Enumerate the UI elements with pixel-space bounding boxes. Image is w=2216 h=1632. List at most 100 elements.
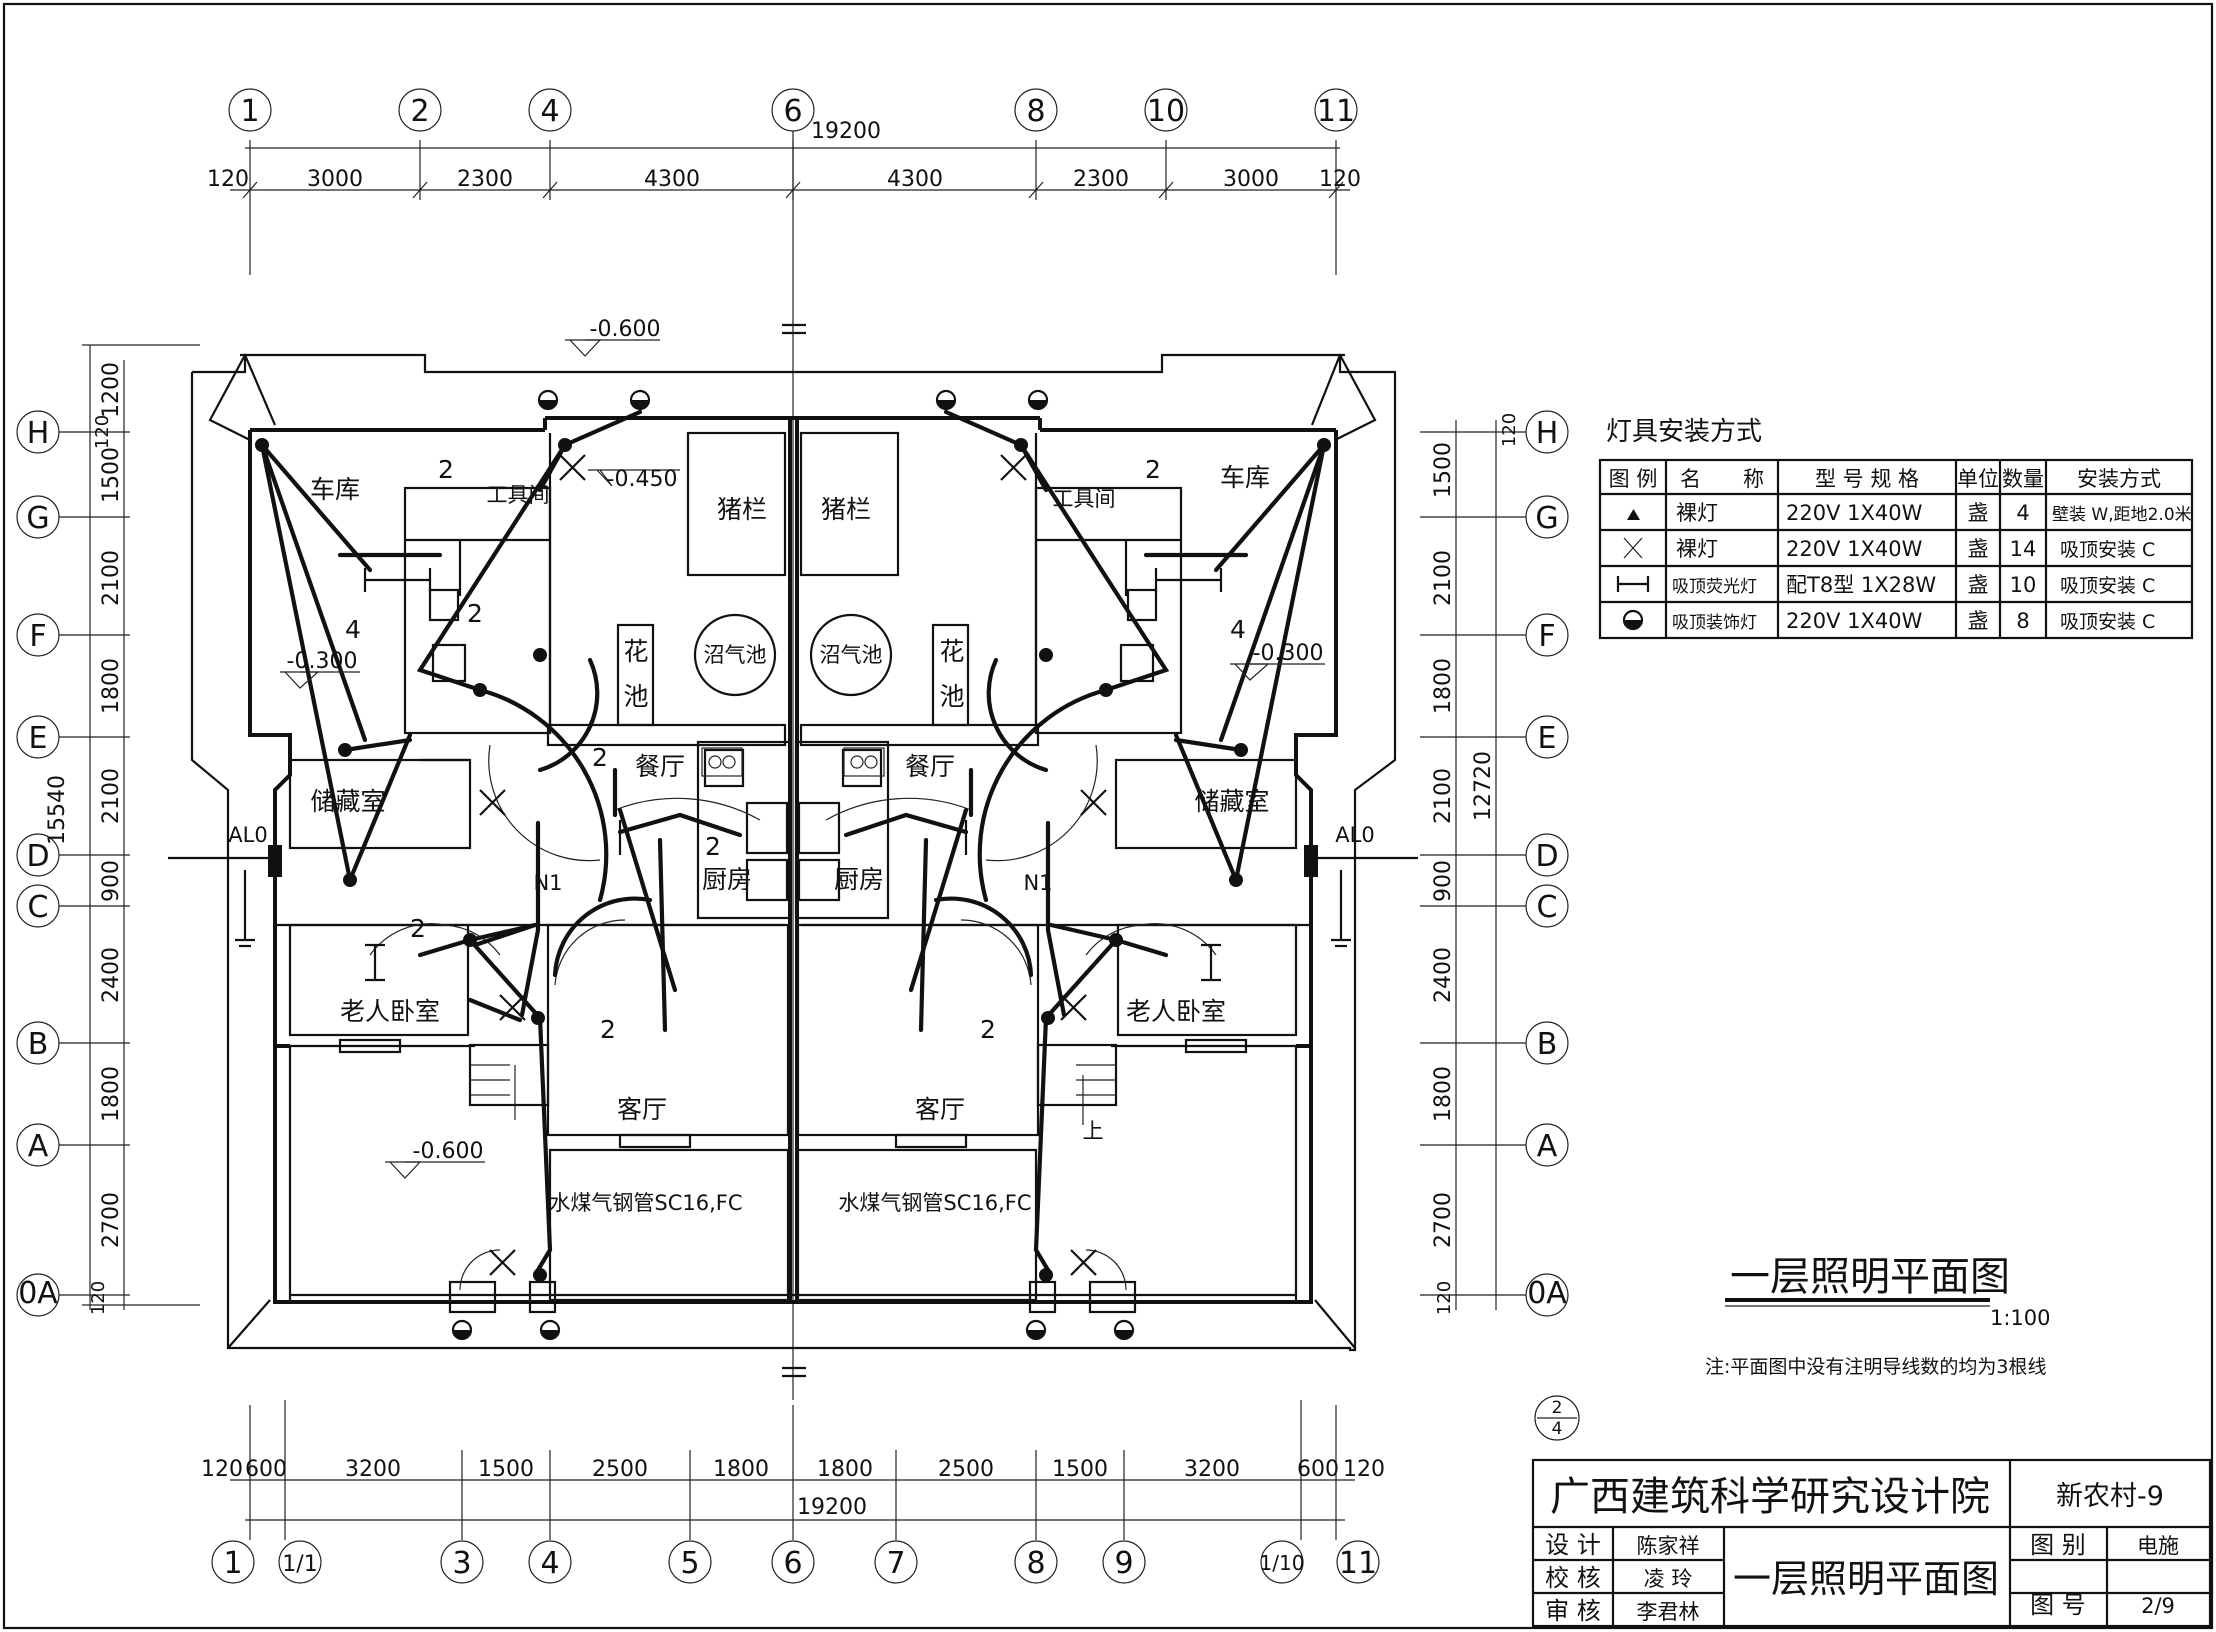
left-total-dim: 15540	[45, 775, 70, 845]
circuit-label-left: N1	[533, 871, 562, 895]
svg-text:4: 4	[345, 615, 361, 644]
level-mark-4: -0.300	[1253, 641, 1324, 666]
svg-text:安装方式: 安装方式	[2077, 467, 2161, 491]
svg-text:2300: 2300	[1073, 167, 1129, 192]
drawing-title-area: 一层照明平面图 1:100 注:平面图中没有注明导线数的均为3根线 2 4	[1534, 1254, 2051, 1441]
svg-text:3200: 3200	[345, 1457, 401, 1482]
svg-text:裸灯: 裸灯	[1676, 537, 1718, 561]
svg-text:2: 2	[1145, 455, 1161, 484]
svg-text:1500: 1500	[99, 447, 124, 503]
svg-text:1: 1	[223, 1546, 242, 1581]
wiring-left	[259, 409, 743, 1278]
project-name: 新农村-9	[2056, 1481, 2164, 1512]
svg-text:120: 120	[1319, 167, 1361, 192]
svg-text:4: 4	[1552, 1419, 1563, 1439]
svg-text:B: B	[28, 1027, 49, 1062]
svg-text:B: B	[1537, 1027, 1558, 1062]
bottom-total-dim: 19200	[797, 1495, 867, 1520]
panel-label-left: AL0	[228, 823, 267, 847]
svg-text:11: 11	[1339, 1546, 1377, 1581]
svg-text:校 核: 校 核	[1545, 1564, 1601, 1592]
svg-text:2: 2	[410, 94, 429, 129]
fixture-legend: 灯具安装方式 图 例 名 称 型 号 规 格 单位 数量 安装方式	[1598, 417, 2194, 640]
legend-title: 灯具安装方式	[1606, 417, 1762, 447]
svg-text:6: 6	[783, 94, 802, 129]
svg-text:120: 120	[88, 1281, 109, 1315]
level-mark-5: -0.600	[413, 1139, 484, 1164]
bottom-dimension-chain: 120 600 3200 1500 2500 1800 1800 2500 15…	[201, 1400, 1385, 1540]
svg-text:李君林: 李君林	[1637, 1600, 1700, 1624]
svg-text:H: H	[1536, 416, 1559, 451]
svg-text:220V 1X40W: 220V 1X40W	[1786, 609, 1923, 633]
panel-label-right: AL0	[1335, 823, 1374, 847]
gas-pipe-label-left: 水煤气钢管SC16,FC	[549, 1191, 742, 1215]
svg-text:10: 10	[2010, 573, 2037, 597]
svg-text:吸顶荧光灯: 吸顶荧光灯	[1672, 577, 1757, 597]
svg-text:2: 2	[600, 1015, 616, 1044]
top-total-dim: 19200	[811, 119, 881, 144]
room-garage-left: 车库	[310, 475, 360, 504]
svg-text:0A: 0A	[18, 1276, 58, 1311]
svg-text:3: 3	[452, 1546, 471, 1581]
svg-text:2400: 2400	[99, 947, 124, 1003]
svg-text:数量: 数量	[2002, 467, 2044, 491]
svg-text:2/9: 2/9	[2141, 1594, 2175, 1618]
svg-text:2: 2	[592, 743, 608, 772]
svg-text:H: H	[27, 416, 50, 451]
svg-text:3000: 3000	[1223, 167, 1279, 192]
svg-text:2: 2	[705, 832, 721, 861]
level-mark-1: -0.600	[590, 317, 661, 342]
svg-text:吸顶安装 C: 吸顶安装 C	[2060, 611, 2155, 633]
room-elder-left: 老人卧室	[340, 997, 440, 1026]
svg-text:吸顶装饰灯: 吸顶装饰灯	[1672, 613, 1757, 633]
bottom-axis-bubbles: 1 1/1 3 4 5 6 7 8 9 1/10 11	[211, 1540, 1380, 1584]
biogas-tank-left	[693, 613, 777, 697]
svg-text:图 别: 图 别	[2030, 1531, 2086, 1559]
svg-text:池: 池	[623, 682, 648, 711]
svg-text:图 号: 图 号	[2030, 1591, 2086, 1619]
svg-text:220V 1X40W: 220V 1X40W	[1786, 537, 1923, 561]
svg-text:14: 14	[2010, 537, 2037, 561]
room-elder-right: 老人卧室	[1126, 997, 1226, 1026]
detail-ref-marker	[1534, 1395, 1580, 1441]
svg-text:3200: 3200	[1184, 1457, 1240, 1482]
room-pig-left: 猪栏	[717, 495, 767, 524]
svg-text:凌 玲: 凌 玲	[1644, 1567, 1693, 1591]
svg-text:A: A	[28, 1129, 49, 1164]
svg-text:1: 1	[240, 94, 259, 129]
room-tool-right: 工具间	[1053, 487, 1116, 511]
fluorescent-lamp-icon	[1616, 576, 1650, 592]
svg-text:3000: 3000	[307, 167, 363, 192]
svg-text:2500: 2500	[592, 1457, 648, 1482]
svg-text:F: F	[1538, 619, 1555, 654]
svg-text:2100: 2100	[99, 550, 124, 606]
svg-text:2: 2	[980, 1015, 996, 1044]
drawing-note: 注:平面图中没有注明导线数的均为3根线	[1705, 1356, 2047, 1378]
svg-text:4: 4	[2016, 501, 2029, 525]
svg-text:壁装 W,距地2.0米: 壁装 W,距地2.0米	[2052, 505, 2192, 525]
svg-text:1800: 1800	[99, 1066, 124, 1122]
svg-text:8: 8	[2016, 609, 2029, 633]
circuit-label-right: N1	[1023, 871, 1052, 895]
svg-text:220V 1X40W: 220V 1X40W	[1786, 501, 1923, 525]
cross-lamp-icon	[1623, 537, 1643, 559]
svg-text:2: 2	[410, 914, 426, 943]
svg-text:120: 120	[207, 167, 249, 192]
svg-text:池: 池	[939, 682, 964, 711]
svg-text:5: 5	[680, 1546, 699, 1581]
svg-text:G: G	[26, 501, 49, 536]
drawing-title: 一层照明平面图	[1730, 1254, 2010, 1300]
room-storage-left: 储藏室	[310, 787, 385, 816]
room-biogas-left: 沼气池	[704, 643, 767, 667]
svg-text:4300: 4300	[644, 167, 700, 192]
room-pig-right: 猪栏	[821, 495, 871, 524]
svg-text:120: 120	[1434, 1281, 1455, 1315]
svg-text:0A: 0A	[1527, 1276, 1567, 1311]
gas-pipe-label-right: 水煤气钢管SC16,FC	[838, 1191, 1031, 1215]
svg-text:型 号 规 格: 型 号 规 格	[1815, 467, 1919, 491]
svg-text:盏: 盏	[1968, 573, 1989, 597]
svg-text:E: E	[1538, 721, 1557, 756]
svg-text:2500: 2500	[938, 1457, 994, 1482]
